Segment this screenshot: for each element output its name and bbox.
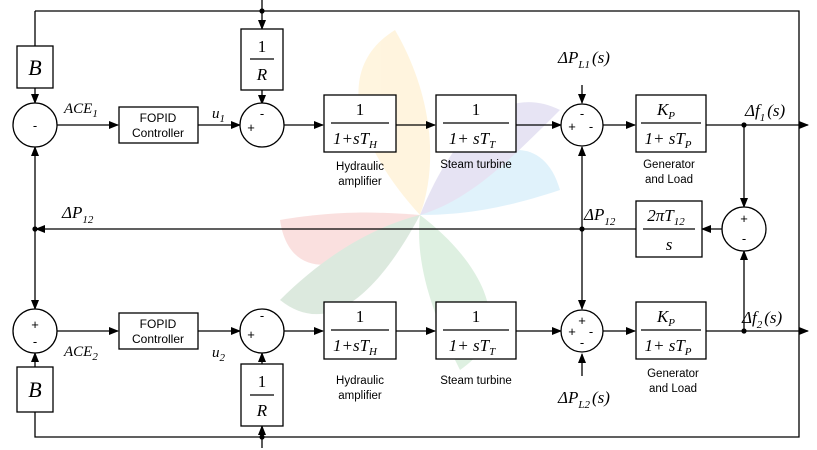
tie-summer-plus-top: + (740, 211, 748, 226)
steam-caption-1: Steam turbine (440, 159, 512, 171)
governor-summer-2 (239, 308, 285, 354)
fopid2-line2: Controller (132, 332, 184, 346)
gen1-den: 1+ sTP (644, 129, 691, 151)
gov2-num: 1 (356, 307, 365, 326)
fopid1-line2: Controller (132, 126, 184, 140)
hydraulic-caption-1a: Hydraulic (336, 161, 384, 173)
gov1-num: 1 (356, 100, 365, 119)
ace2-label: ACE2 (63, 344, 98, 363)
load-summer-2-plus-top: + (578, 313, 586, 328)
gov-summer-1-plus: + (247, 120, 255, 135)
turb2-num: 1 (472, 307, 481, 326)
gov-summer-2-plus: + (247, 327, 255, 342)
fopid-controller-2 (118, 312, 199, 350)
ace-summer-2-plus: + (31, 317, 39, 332)
load-summer-2-minus-bottom: - (580, 335, 584, 350)
bias-label-1: B (28, 55, 41, 80)
generator-caption-2b: and Load (649, 383, 697, 395)
dpl1-label: ΔPL1(s) (557, 48, 610, 71)
hydraulic-caption-2b: amplifier (338, 390, 382, 402)
frequency-difference-summer (721, 206, 767, 252)
gov-summer-2-minus: - (260, 308, 264, 323)
load-summer-1-minus-right: - (589, 119, 593, 134)
gen1-num: KP (656, 100, 675, 122)
ace-summer-2 (12, 308, 58, 354)
gov2-den: 1+sTH (333, 336, 378, 358)
df2-label: Δf2(s) (741, 308, 782, 331)
df1-label: Δf1(s) (744, 101, 785, 124)
bias-block-2 (16, 366, 54, 413)
droop1-den: R (256, 65, 268, 84)
fopid1-line1: FOPID (140, 111, 177, 125)
hydraulic-caption-2a: Hydraulic (336, 375, 384, 387)
u2-label: u2 (212, 345, 226, 364)
dp12-label-left: ΔP12 (61, 203, 94, 226)
bias-label-2: B (28, 377, 41, 402)
droop1-num: 1 (258, 37, 267, 56)
load-summer-1-plus: + (568, 119, 576, 134)
turb1-num: 1 (472, 100, 481, 119)
fopid-controller-1 (118, 106, 199, 144)
gen2-num: KP (656, 307, 675, 329)
steam-caption-2: Steam turbine (440, 375, 512, 387)
droop2-num: 1 (258, 372, 267, 391)
load-summer-2-plus-left: + (568, 324, 576, 339)
droop2-den: R (256, 401, 268, 420)
u1-label: u1 (212, 106, 225, 125)
generator-caption-2a: Generator (647, 368, 699, 380)
load-summer-1 (560, 103, 604, 147)
tie-num: 2πT12 (647, 206, 685, 228)
generator-caption-1a: Generator (643, 159, 695, 171)
turb1-den: 1+ sTT (449, 129, 496, 151)
ace1-label: ACE1 (63, 101, 98, 120)
wires (31, 0, 809, 448)
load-summer-2 (560, 309, 604, 353)
bias-block-1 (16, 45, 54, 89)
dpl2-label: ΔPL2(s) (557, 388, 610, 411)
watermark-logo (280, 30, 560, 370)
ace-summer-1-sign: - (33, 118, 37, 133)
gen2-den: 1+ sTP (644, 336, 691, 358)
ace-summer-1 (12, 102, 58, 148)
tie-summer-minus-bottom: - (742, 231, 746, 246)
tie-den: s (666, 235, 673, 254)
load-summer-1-minus-top: - (580, 106, 584, 121)
gov-summer-1-minus: - (260, 106, 264, 121)
generator-caption-1b: and Load (645, 174, 693, 186)
fopid2-line1: FOPID (140, 317, 177, 331)
gov1-den: 1+sTH (333, 129, 378, 151)
hydraulic-caption-1b: amplifier (338, 176, 382, 188)
turb2-den: 1+ sTT (449, 336, 496, 358)
dp12-label-right: ΔP12 (583, 205, 616, 228)
load-summer-2-minus-right: - (589, 324, 593, 339)
ace-summer-2-minus: - (33, 334, 37, 349)
governor-summer-1 (239, 102, 285, 148)
